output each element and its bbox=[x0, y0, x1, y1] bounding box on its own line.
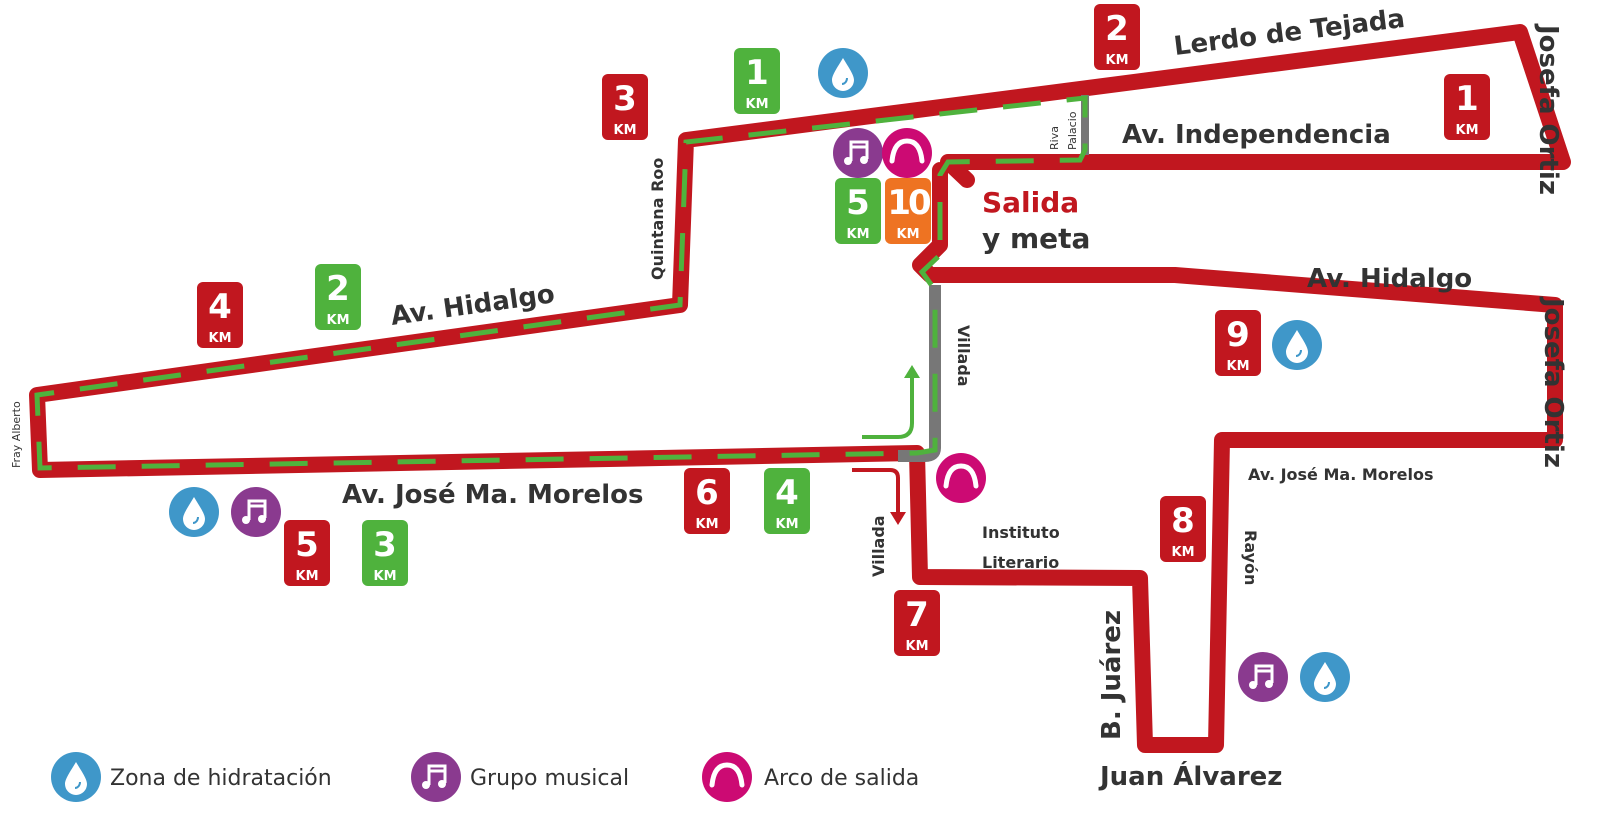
svg-text:KM: KM bbox=[295, 569, 318, 584]
legend-label-arch: Arco de salida bbox=[764, 766, 919, 791]
km-marker-5k-4: 4KM bbox=[764, 468, 810, 534]
street-josefa-ortiz-s: Josefa Ortiz bbox=[1538, 296, 1568, 468]
svg-text:KM: KM bbox=[1171, 545, 1194, 560]
km-marker-5k-3: 3KM bbox=[362, 520, 408, 586]
km-marker-10k-4: 4KM bbox=[197, 282, 243, 348]
water-drop-icon bbox=[817, 47, 869, 99]
svg-text:KM: KM bbox=[896, 227, 919, 242]
km-marker-10k-3: 3KM bbox=[602, 74, 648, 140]
legend: Zona de hidratación Grupo musical Arco d… bbox=[50, 750, 919, 804]
svg-text:8: 8 bbox=[1171, 501, 1195, 541]
svg-text:KM: KM bbox=[775, 517, 798, 532]
svg-text:KM: KM bbox=[846, 227, 869, 242]
street-alvarez: Juan Álvarez bbox=[1098, 760, 1282, 792]
legend-label-water: Zona de hidratación bbox=[110, 766, 332, 791]
svg-text:1: 1 bbox=[1455, 79, 1479, 119]
music-note-icon bbox=[229, 485, 283, 539]
svg-text:4: 4 bbox=[208, 287, 232, 327]
street-quintana-roo: Quintana Roo bbox=[648, 158, 667, 280]
svg-text:KM: KM bbox=[745, 97, 768, 112]
direction-arrow-green bbox=[862, 375, 914, 439]
street-rayon: Rayón bbox=[1241, 530, 1260, 585]
svg-text:3: 3 bbox=[373, 525, 397, 565]
arrow-head-icon bbox=[904, 365, 920, 378]
km-marker-10k-5: 5KM bbox=[284, 520, 330, 586]
km-marker-10k-2: 2KM bbox=[1094, 4, 1140, 70]
svg-text:6: 6 bbox=[695, 473, 719, 513]
km-marker-5k-1: 1KM bbox=[734, 48, 780, 114]
arch-icon bbox=[882, 128, 932, 178]
km-marker-10k-7: 7KM bbox=[894, 590, 940, 656]
start-label: Salida bbox=[982, 186, 1079, 219]
km-marker-10k-6: 6KM bbox=[684, 468, 730, 534]
street-fray-alberto: Fray Alberto bbox=[10, 401, 23, 468]
street-hidalgo-e: Av. Hidalgo bbox=[1307, 264, 1472, 294]
svg-text:KM: KM bbox=[1226, 359, 1249, 374]
street-villada-s: Villada bbox=[869, 515, 888, 577]
music-note-icon bbox=[1236, 650, 1290, 704]
svg-text:3: 3 bbox=[613, 79, 637, 119]
km-marker-10k-1: 1KM bbox=[1444, 74, 1490, 140]
route-shared-villada bbox=[898, 285, 941, 462]
finish-label: y meta bbox=[982, 222, 1090, 255]
direction-arrow-red bbox=[852, 468, 900, 515]
km-marker-5k-5: 5KM bbox=[835, 178, 881, 244]
svg-text:KM: KM bbox=[905, 639, 928, 654]
route-10k bbox=[29, 24, 1571, 753]
km-marker-10k-8: 8KM bbox=[1160, 496, 1206, 562]
arch-icon bbox=[936, 453, 986, 503]
svg-text:4: 4 bbox=[775, 473, 799, 513]
legend-label-music: Grupo musical bbox=[470, 766, 629, 791]
km-marker-5k-2: 2KM bbox=[315, 264, 361, 330]
svg-text:KM: KM bbox=[1455, 123, 1478, 138]
svg-text:7: 7 bbox=[905, 595, 929, 635]
svg-text:KM: KM bbox=[1105, 53, 1128, 68]
svg-text:10: 10 bbox=[887, 183, 931, 223]
water-drop-icon bbox=[1299, 651, 1351, 703]
water-drop-icon bbox=[50, 751, 102, 803]
svg-text:KM: KM bbox=[208, 331, 231, 346]
svg-text:2: 2 bbox=[326, 269, 350, 309]
street-morelos-w: Av. José Ma. Morelos bbox=[342, 480, 643, 510]
svg-text:5: 5 bbox=[846, 183, 870, 223]
street-literario: Literario bbox=[982, 553, 1059, 572]
arrow-head-icon bbox=[890, 512, 906, 525]
svg-text:KM: KM bbox=[326, 313, 349, 328]
water-drop-icon bbox=[168, 486, 220, 538]
street-independencia: Av. Independencia bbox=[1122, 120, 1391, 150]
svg-text:2: 2 bbox=[1105, 9, 1129, 49]
street-riva: Riva bbox=[1048, 126, 1061, 150]
music-note-icon bbox=[831, 126, 885, 180]
route-5k bbox=[34, 95, 1088, 471]
svg-text:5: 5 bbox=[295, 525, 319, 565]
svg-text:KM: KM bbox=[695, 517, 718, 532]
street-morelos-e: Av. José Ma. Morelos bbox=[1248, 465, 1434, 484]
svg-text:9: 9 bbox=[1226, 315, 1250, 355]
street-palacio: Palacio bbox=[1066, 111, 1079, 150]
street-instituto: Instituto bbox=[982, 523, 1060, 542]
street-villada-n: Villada bbox=[954, 325, 973, 387]
street-juarez: B. Juárez bbox=[1097, 610, 1127, 740]
music-note-icon bbox=[409, 750, 463, 804]
svg-text:1: 1 bbox=[745, 53, 769, 93]
arch-icon bbox=[702, 752, 752, 802]
km-marker-10k-9: 9KM bbox=[1215, 310, 1261, 376]
water-drop-icon bbox=[1271, 319, 1323, 371]
svg-text:KM: KM bbox=[613, 123, 636, 138]
street-josefa-ortiz-n: Josefa Ortiz bbox=[1533, 23, 1563, 195]
svg-text:KM: KM bbox=[373, 569, 396, 584]
